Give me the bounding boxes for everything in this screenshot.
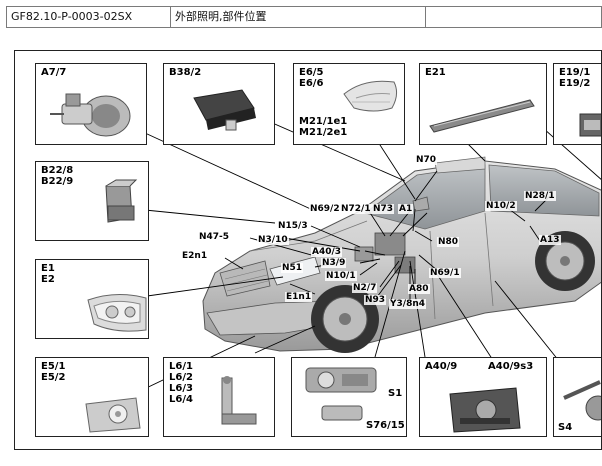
- label-e2n1: E2n1: [181, 251, 209, 261]
- header-empty-cell: [426, 7, 601, 27]
- level-sensor-icon: [105, 179, 138, 223]
- callout-box-b38-2: B38/2: [163, 63, 275, 145]
- callout-box-l6-1: L6/1 L6/2 L6/3 L6/4: [163, 357, 275, 437]
- wheel-speed-sensor-icon: [221, 376, 257, 425]
- label-n10-2: N10/2: [485, 201, 517, 211]
- label-n51: N51: [281, 263, 304, 273]
- box-label: E19/1 E19/2: [559, 67, 591, 89]
- label-a40-3: A40/3: [311, 247, 343, 257]
- box-label: E1 E2: [41, 263, 55, 285]
- document-header: GF82.10-P-0003-02SX 外部照明,部件位置: [6, 6, 602, 28]
- callout-box-b22-8: B22/8 B22/9: [35, 161, 149, 241]
- label-n73: N73: [372, 204, 395, 214]
- label-n3-9: N3/9: [321, 258, 347, 268]
- box-label-s76-15: S76/15: [366, 420, 405, 431]
- label-n80: N80: [437, 237, 460, 247]
- label-n72-1: N72/1: [340, 204, 372, 214]
- label-n28-1: N28/1: [524, 191, 556, 201]
- control-unit-icon: [449, 387, 521, 433]
- callout-box-e5-1: E5/1 E5/2: [35, 357, 149, 437]
- box-label: E6/5 E6/6: [299, 67, 324, 89]
- box-label: B22/8 B22/9: [41, 165, 74, 187]
- callout-box-e1: E1 E2: [35, 259, 149, 339]
- document-id: GF82.10-P-0003-02SX: [7, 7, 171, 27]
- label-n2-7: N2/7: [352, 283, 378, 293]
- light-switch-icon: [305, 367, 377, 421]
- component-location-diagram: A7/7 B38/2 E6/5 E6/6 M21/1e1 M21/2e1 E21: [14, 50, 602, 450]
- box-label: A40/9: [425, 361, 458, 372]
- label-n70: N70: [415, 155, 438, 165]
- label-y3-8n4: Y3/8n4: [389, 299, 426, 309]
- label-a13: A13: [539, 235, 561, 245]
- label-n93: N93: [364, 295, 387, 305]
- callout-box-s1: S1 S76/15: [291, 357, 407, 437]
- box-label-secondary: A40/9s3: [488, 361, 534, 372]
- box-label: S4: [558, 422, 573, 433]
- third-brake-light-icon: [429, 99, 535, 133]
- fog-lamp-icon: [85, 397, 141, 433]
- label-n69-1: N69/1: [429, 268, 461, 278]
- callout-box-a7-7: A7/7: [35, 63, 147, 145]
- box-label: B38/2: [169, 67, 202, 78]
- box-label-secondary: M21/1e1 M21/2e1: [299, 116, 348, 138]
- box-label-s1: S1: [388, 388, 403, 399]
- label-e1n1: E1n1: [285, 292, 313, 302]
- box-label: A7/7: [41, 67, 67, 78]
- box-label: L6/1 L6/2 L6/3 L6/4: [169, 361, 193, 405]
- car-body: [202, 156, 601, 353]
- combination-switch-icon: [563, 380, 601, 421]
- callout-box-e21: E21: [419, 63, 547, 145]
- label-n3-10: N3/10: [257, 235, 289, 245]
- callout-box-s4: S4: [553, 357, 601, 437]
- label-n47-5: N47-5: [198, 232, 231, 242]
- label-a80: A80: [408, 284, 430, 294]
- brake-booster-icon: [50, 93, 131, 137]
- document-title: 外部照明,部件位置: [171, 7, 426, 27]
- label-n15-3: N15/3: [277, 221, 309, 231]
- box-label: E5/1 E5/2: [41, 361, 66, 383]
- side-mirror-icon: [343, 80, 398, 112]
- license-plate-lamp-icon: [579, 113, 601, 137]
- box-label: E21: [425, 67, 446, 78]
- rain-light-sensor-icon: [193, 89, 256, 131]
- label-n10-1: N10/1: [325, 271, 357, 281]
- callout-box-e6-5: E6/5 E6/6 M21/1e1 M21/2e1: [293, 63, 405, 145]
- headlamp-icon: [87, 294, 147, 332]
- label-a1: A1: [398, 204, 414, 214]
- label-n69-2: N69/2: [309, 204, 341, 214]
- callout-box-e19-1: E19/1 E19/2: [553, 63, 601, 145]
- callout-box-a40-9: A40/9 A40/9s3: [419, 357, 547, 437]
